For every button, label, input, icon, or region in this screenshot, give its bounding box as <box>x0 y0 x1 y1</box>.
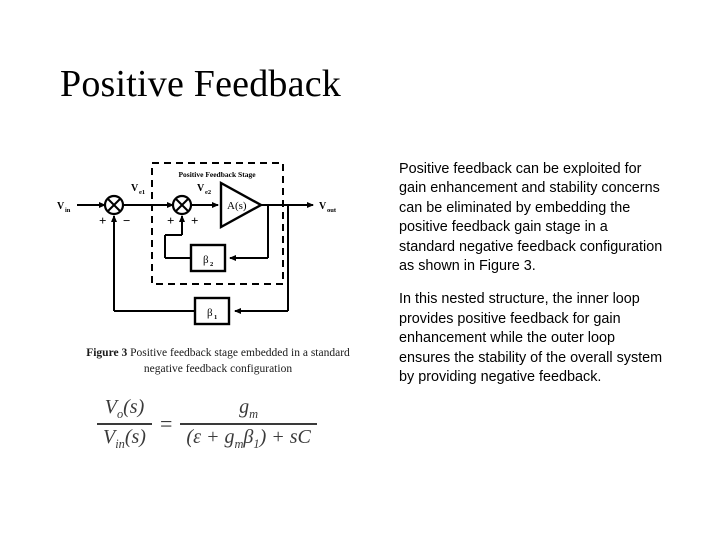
figure-caption-text: Positive feedback stage embedded in a st… <box>130 347 350 375</box>
transfer-function-equation: Vo(s) Vin(s) = gm (ε + gmβ1) + sC <box>97 395 317 453</box>
vout-label: V <box>319 201 327 212</box>
beta2-label: β <box>203 254 209 266</box>
equation-lhs-num-var: V <box>104 396 117 419</box>
summer1-plus-sign: + <box>99 213 106 228</box>
summer2-plus-sign-left: + <box>167 213 174 228</box>
beta1-label-sub: 1 <box>214 314 217 321</box>
body-paragraph-2: In this nested structure, the inner loop… <box>399 291 663 386</box>
equation-equals-sign: = <box>159 411 173 436</box>
equation-lhs-fraction: Vo(s) Vin(s) <box>97 395 152 453</box>
equation-rhs-den-g: g <box>224 425 235 448</box>
equation-lhs-den-var: V <box>103 425 116 448</box>
positive-feedback-stage-box <box>151 162 284 285</box>
equation-lhs-denominator: Vin(s) <box>97 425 152 453</box>
equation-lhs-numerator: Vo(s) <box>99 395 151 423</box>
ve2-label: V <box>197 183 205 194</box>
ve1-label: V <box>131 183 139 194</box>
page-title: Positive Feedback <box>60 63 341 105</box>
beta1-label: β <box>207 307 213 319</box>
equation-rhs-den-plus-1: + <box>205 425 220 448</box>
ve1-label-sub: e1 <box>139 189 145 196</box>
vin-label-sub: in <box>65 207 71 214</box>
amplifier-label: A(s) <box>227 200 247 212</box>
body-text-column: Positive feedback can be exploited for g… <box>399 160 667 401</box>
equation-lhs-den-arg: (s) <box>124 425 146 448</box>
equation-rhs-den-plus-2: + <box>271 425 285 448</box>
equation-rhs-numerator: gm <box>233 395 264 423</box>
equation-rhs-bar <box>180 423 317 425</box>
figure-caption: Figure 3 Positive feedback stage embedde… <box>73 345 363 377</box>
summer2-plus-sign-bottom: + <box>191 213 198 228</box>
equation-lhs-den-sub: in <box>115 436 125 451</box>
equation-rhs-den-beta-sub: 1 <box>253 436 260 451</box>
equation-rhs-den-close: ) <box>259 425 267 448</box>
block-diagram: Positive Feedback Stage + − V e1 + + V e… <box>57 162 337 326</box>
equation-rhs-num-sub: m <box>249 407 259 422</box>
equation-lhs-bar <box>97 423 152 425</box>
figure-caption-label: Figure 3 <box>86 347 128 359</box>
ve2-label-sub: e2 <box>205 189 211 196</box>
equation-rhs-num-var: g <box>239 396 250 419</box>
equation-rhs-den-open: ( <box>186 425 194 448</box>
equation-rhs-denominator: (ε + gmβ1) + sC <box>180 425 316 453</box>
equation-rhs-fraction: gm (ε + gmβ1) + sC <box>180 395 317 453</box>
body-paragraph-1: Positive feedback can be exploited for g… <box>399 161 663 275</box>
figure-column: Positive Feedback Stage + − V e1 + + V e… <box>55 155 375 465</box>
stage-box-label: Positive Feedback Stage <box>178 170 256 179</box>
amplifier-block <box>219 180 264 230</box>
equation-lhs-num-sub: o <box>116 407 124 422</box>
equation-rhs-den-beta: β <box>243 425 254 448</box>
summer1-minus-sign: − <box>123 213 130 228</box>
vin-label: V <box>57 201 65 212</box>
equation-lhs-num-arg: (s) <box>123 396 145 419</box>
equation-rhs-den-epsilon: ε <box>193 425 201 448</box>
equation-rhs-den-g-sub: m <box>234 436 244 451</box>
equation-rhs-den-sc: sC <box>289 425 311 448</box>
beta2-label-sub: 2 <box>210 261 213 268</box>
vout-label-sub: out <box>327 207 337 214</box>
